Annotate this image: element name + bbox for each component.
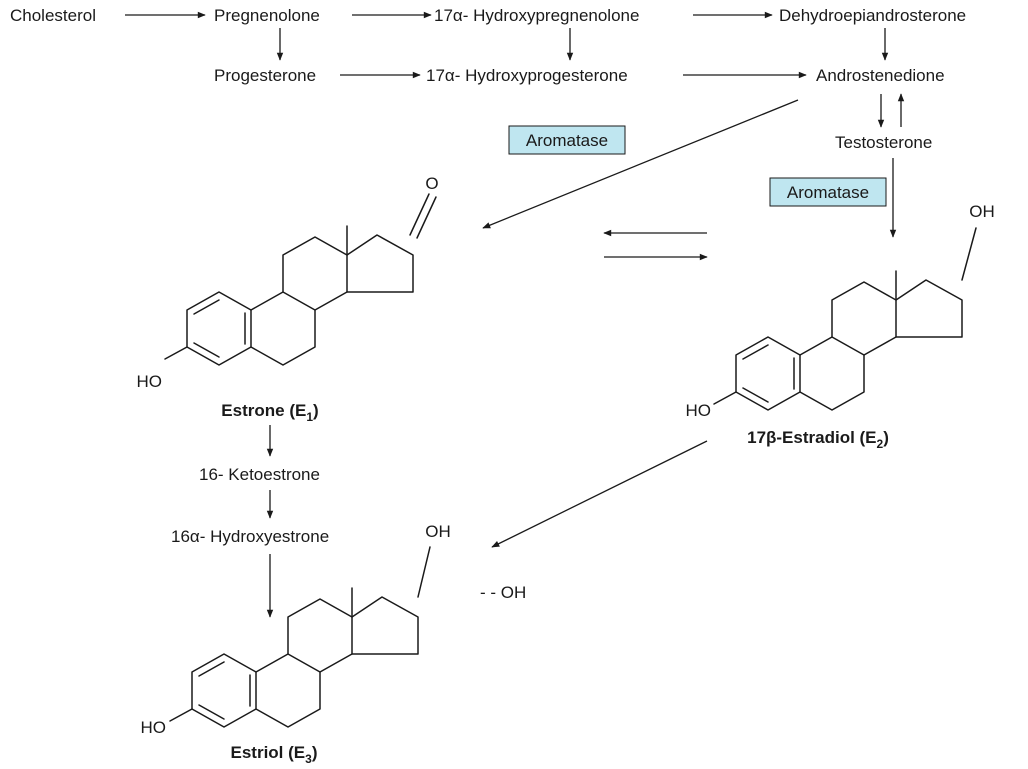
estrone-ho-label: HO xyxy=(137,372,163,391)
aromatase-box-1: Aromatase xyxy=(508,125,626,155)
aromatase-label-1: Aromatase xyxy=(526,131,608,150)
pregnenolone-label: Pregnenolone xyxy=(214,6,320,25)
hydroxypregnenolone-label: 17α- Hydroxypregnenolone xyxy=(434,6,639,25)
estradiol-oh-label: OH xyxy=(969,202,995,221)
estriol-structure: OH - - OH HO xyxy=(141,522,527,737)
estrone-structure: O HO xyxy=(137,174,439,391)
estradiol-ho-label: HO xyxy=(686,401,712,420)
estriol-oh16-label: - - OH xyxy=(480,583,526,602)
hydroxyestrone-label: 16α- Hydroxyestrone xyxy=(171,527,329,546)
androstenedione-label: Androstenedione xyxy=(816,66,945,85)
progesterone-label: Progesterone xyxy=(214,66,316,85)
arrow-androstenedione-to-estrone xyxy=(482,99,799,229)
hydroxyprogesterone-label: 17α- Hydroxyprogesterone xyxy=(426,66,628,85)
estriol-ho-label: HO xyxy=(141,718,167,737)
estriol-oh17-label: OH xyxy=(425,522,451,541)
estriol-label: Estriol (E3) xyxy=(231,743,318,766)
estrone-oxygen-label: O xyxy=(425,174,438,193)
estradiol-label: 17β-Estradiol (E2) xyxy=(747,428,889,451)
aromatase-label-2: Aromatase xyxy=(787,183,869,202)
aromatase-box-2: Aromatase xyxy=(769,177,887,207)
testosterone-label: Testosterone xyxy=(835,133,932,152)
ketoestrone-label: 16- Ketoestrone xyxy=(199,465,320,484)
cholesterol-label: Cholesterol xyxy=(10,6,96,25)
estrone-label: Estrone (E1) xyxy=(221,401,318,424)
estradiol-structure: OH HO xyxy=(686,202,995,420)
dhea-label: Dehydroepiandrosterone xyxy=(779,6,966,25)
arrow-estradiol-to-estriol xyxy=(491,440,708,548)
